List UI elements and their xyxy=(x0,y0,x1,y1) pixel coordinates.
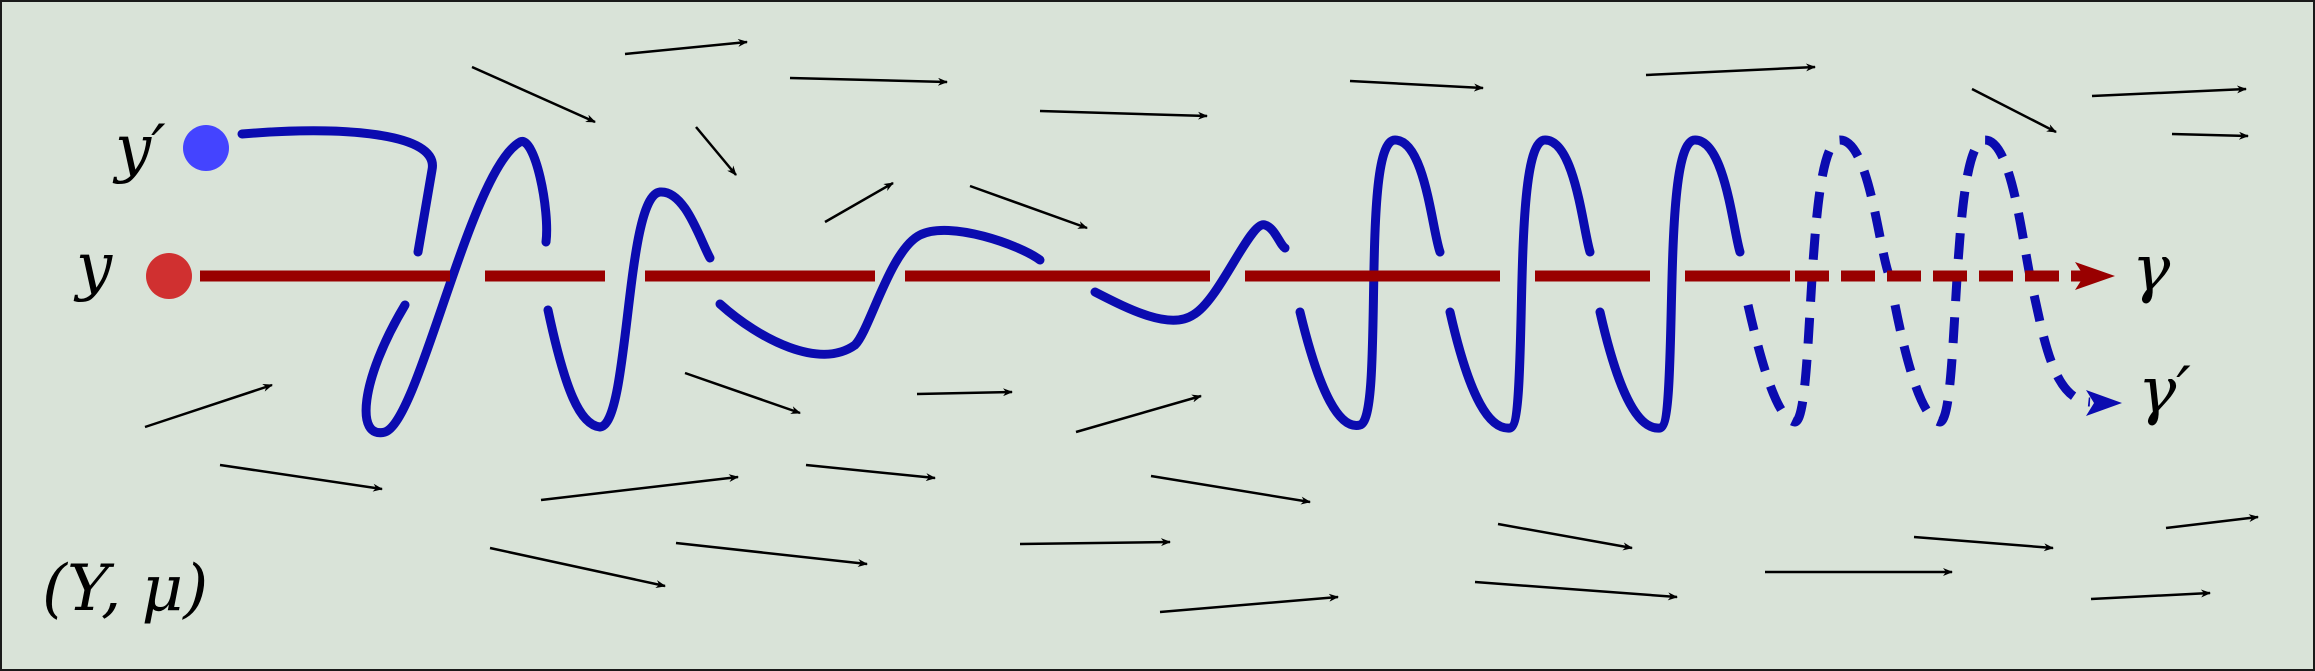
flow-arrow xyxy=(1075,394,1202,434)
flow-arrow xyxy=(1039,109,1208,120)
flow-arrow xyxy=(624,38,748,56)
flow-arrow xyxy=(1645,63,1816,77)
flow-field xyxy=(144,38,2259,614)
flow-arrow xyxy=(1971,87,2057,134)
flow-arrow xyxy=(824,181,894,224)
gamma-prime-arrowhead xyxy=(2086,390,2122,416)
flow-arrow xyxy=(1349,79,1484,92)
flow-arrow xyxy=(219,463,383,492)
flow-arrow xyxy=(695,126,737,176)
flow-arrow xyxy=(969,184,1088,230)
flow-arrow xyxy=(1474,580,1678,601)
flow-arrow xyxy=(1159,593,1339,614)
flow-arrow xyxy=(2171,131,2249,140)
flow-arrow xyxy=(2091,85,2247,98)
label-gamma: γ xyxy=(2132,232,2171,306)
gamma-arrowhead xyxy=(2075,262,2115,290)
flow-arrow xyxy=(789,76,948,86)
flow-arrow xyxy=(2090,589,2211,601)
flow-arrow xyxy=(684,371,801,415)
flow-arrow xyxy=(144,383,273,429)
flow-arrow xyxy=(1150,474,1311,505)
label-y-prime: y′ xyxy=(112,112,166,186)
label-space: (Y, μ) xyxy=(42,552,208,626)
flow-arrow xyxy=(540,474,739,502)
label-y: y xyxy=(73,230,113,304)
point-y xyxy=(146,253,192,299)
blue-curve-gamma-prime xyxy=(237,126,1745,438)
flow-arrow xyxy=(471,65,596,124)
flow-arrow xyxy=(1913,535,2054,552)
label-gamma-prime: γ′ xyxy=(2138,354,2191,428)
flow-arrow xyxy=(489,546,666,588)
point-y-prime xyxy=(183,125,229,171)
flow-arrow xyxy=(1497,522,1633,551)
flow-arrow xyxy=(1019,538,1171,547)
blue-curve-gamma-prime-dashed xyxy=(1743,135,2091,427)
flow-arrow xyxy=(675,541,868,567)
flow-arrow xyxy=(916,388,1013,397)
flow-arrow xyxy=(805,463,936,482)
flow-arrow xyxy=(2165,514,2259,530)
